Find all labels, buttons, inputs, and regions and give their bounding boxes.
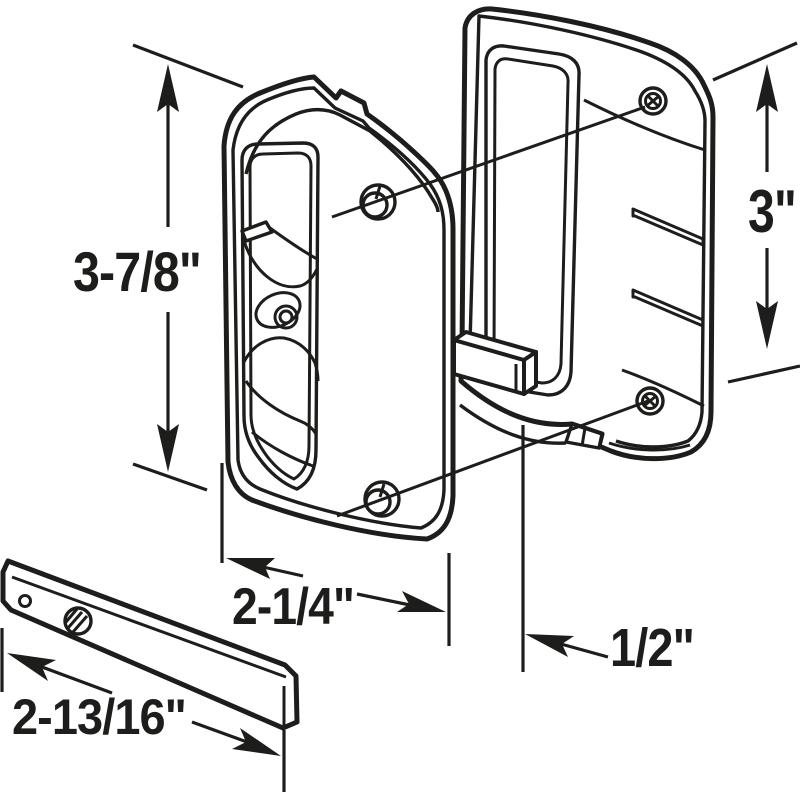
mechanism-pivot-oval (254, 291, 302, 329)
mounting-hole-top-cross (645, 93, 661, 109)
strike-screw-hole (63, 606, 93, 636)
latch-tongue (458, 403, 691, 452)
screw-head-bottom-slot (378, 483, 386, 498)
strike-pilot-hole (18, 594, 32, 608)
inside-plate-outline (221, 74, 456, 542)
latch-tongue-tip-ridge (580, 427, 587, 447)
arrow-left-icon (7, 653, 56, 681)
ext-tick-top (132, 43, 244, 89)
inside-plate-rim-line (231, 86, 446, 530)
rib-line-1 (631, 207, 705, 247)
ext-tick-bottom (727, 364, 800, 384)
mechanism-upper-claw-top (269, 226, 318, 261)
outside-pull-plate (458, 6, 716, 462)
latch-slot (240, 141, 320, 491)
bottom-boss-curve (621, 368, 705, 408)
dim-shaft-left (41, 665, 113, 695)
mechanism-lower-claw-bottom (244, 380, 318, 435)
mounting-hole-top (638, 86, 668, 116)
dimension-outside-height: 3" (712, 41, 800, 384)
dimension-strike-length: 2-13/16" (0, 628, 286, 792)
inside-latch-plate (221, 74, 456, 542)
dim-shaft-right (191, 720, 248, 744)
latch-slot-outline (240, 141, 320, 491)
dimension-label-inside-width: 2-1/4" (232, 578, 354, 636)
dimension-inside-width: 2-1/4" (220, 463, 451, 646)
dimension-label-inside-height: 3-7/8" (73, 240, 201, 303)
dimension-inside-height: 3-7/8" (73, 43, 244, 492)
ext-tick-bottom (132, 462, 208, 492)
screw-leader-top (331, 105, 646, 219)
arrow-down-icon (157, 424, 179, 472)
mechanism-step (240, 220, 274, 243)
mechanism-lower-wave (251, 430, 314, 468)
latch-bolt (452, 330, 538, 396)
arrow-left-icon (226, 558, 275, 579)
strike-bar (0, 558, 300, 731)
latch-bolt-end-face (522, 350, 538, 396)
strike-bar-outline (0, 558, 300, 731)
outside-plate-face-line (468, 14, 707, 449)
dimension-label-outside-height: 3" (748, 178, 796, 245)
arrow-left-icon (525, 634, 574, 657)
arrow-down-icon (756, 301, 778, 349)
rib-marks (631, 207, 705, 328)
screw-head-top-slot (374, 185, 382, 200)
arrow-up-icon (756, 64, 778, 112)
mechanism-lower-claw-top (242, 336, 320, 382)
mechanism-upper-claw-bottom (242, 240, 319, 289)
dim-shaft-right (356, 592, 411, 607)
latch-tongue-lower-curve (458, 403, 567, 445)
rib-line-2 (631, 288, 705, 328)
arrow-right-icon (397, 591, 446, 612)
strike-screw-hole-threads (64, 608, 89, 633)
outside-plate-outline (458, 6, 716, 462)
mechanism-pivot-ring (273, 304, 299, 330)
latch-mechanism (240, 220, 320, 468)
inside-plate-face-line (244, 107, 440, 213)
dimension-label-bolt-projection: 1/2" (610, 618, 694, 678)
mounting-hole-bottom-inner (641, 392, 659, 410)
arrow-up-icon (157, 64, 179, 112)
dimension-bolt-projection: 1/2" (521, 425, 695, 678)
strike-bar-top-face-line (11, 575, 287, 679)
mounting-hole-top-inner (644, 92, 662, 110)
outside-plate-bottom-inner-line (608, 441, 691, 452)
mounting-hole-bottom-cross (642, 393, 658, 409)
arrow-right-icon (232, 728, 281, 756)
mounting-hole-bottom (635, 386, 665, 416)
dimension-label-strike-length: 2-13/16" (12, 689, 186, 745)
ext-tick-top (712, 41, 798, 82)
mechanism-pivot-hole (278, 309, 294, 325)
dim-shaft (560, 642, 609, 659)
screw-leader-bottom (336, 399, 649, 518)
dim-shaft-left (262, 565, 304, 578)
top-boss-curve (583, 98, 706, 152)
